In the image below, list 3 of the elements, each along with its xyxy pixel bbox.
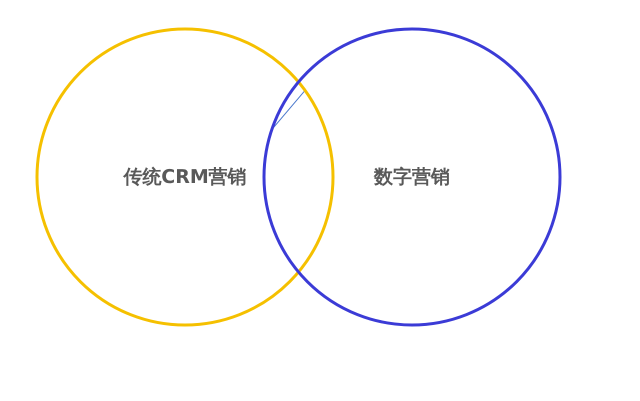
connector-line <box>271 90 306 130</box>
set-label: 数字营销 <box>374 165 450 190</box>
set-label: 传统CRM营销 <box>123 165 247 190</box>
